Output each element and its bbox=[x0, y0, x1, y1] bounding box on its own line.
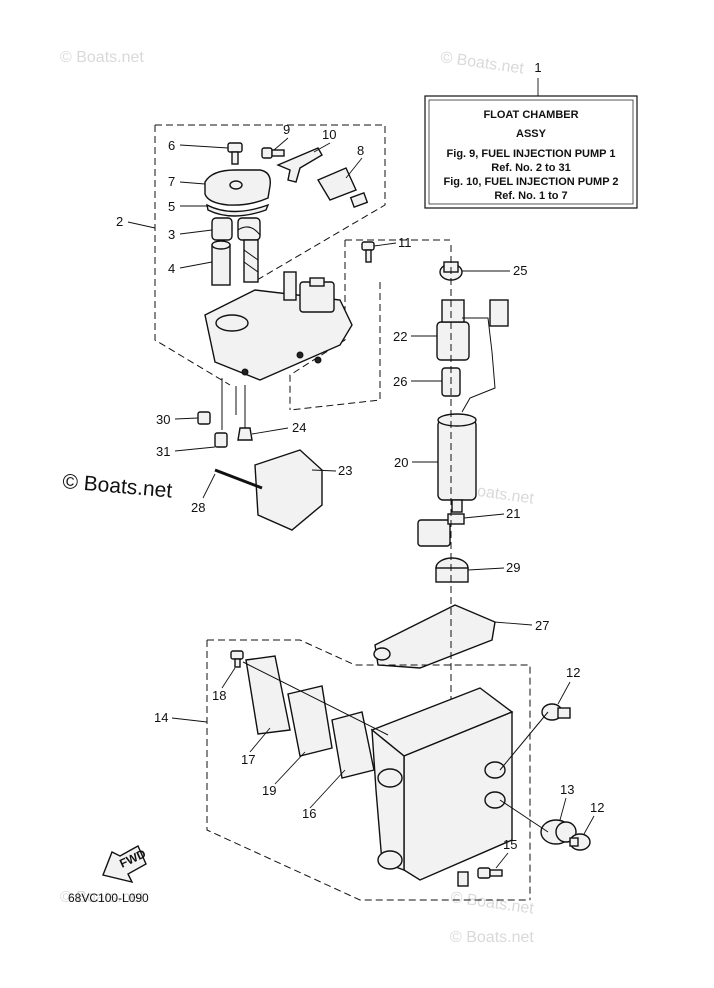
callout-7: 7 bbox=[168, 174, 175, 189]
callout-28: 28 bbox=[191, 500, 205, 515]
part-5-gasket bbox=[206, 203, 270, 217]
note-line-1: FLOAT CHAMBER bbox=[483, 109, 578, 121]
watermark-bottom-left: © Boats.net bbox=[60, 889, 144, 906]
diagram-code: 68VC100-L090 bbox=[68, 891, 149, 905]
gasket-ring bbox=[373, 647, 391, 661]
callout-22: 22 bbox=[393, 329, 407, 344]
fwd-arrow-icon: FWD bbox=[102, 845, 148, 884]
callout-31: 31 bbox=[156, 444, 170, 459]
callout-13: 13 bbox=[560, 782, 574, 797]
watermark-main: © Boats.net bbox=[62, 470, 174, 503]
callout-10: 10 bbox=[322, 127, 336, 142]
strainer bbox=[243, 239, 259, 283]
part-3-seals bbox=[211, 217, 261, 241]
callout-20: 20 bbox=[394, 455, 408, 470]
upper-assembly-outline bbox=[154, 124, 450, 411]
part-28-pin bbox=[214, 468, 263, 490]
callout-11: 11 bbox=[398, 235, 412, 250]
callout-12-lower: 12 bbox=[590, 800, 604, 815]
callout-1: 1 bbox=[534, 60, 541, 75]
lower-assembly-outline bbox=[206, 639, 531, 901]
callout-21: 21 bbox=[506, 506, 520, 521]
part-9-screw bbox=[261, 147, 285, 159]
part-17-plate bbox=[245, 655, 291, 735]
guide-line bbox=[499, 799, 549, 833]
part-22-cup bbox=[436, 299, 470, 361]
note-line-3: Fig. 9, FUEL INJECTION PUMP 1 bbox=[447, 148, 616, 160]
callouts: 2 3 4 5 6 7 8 9 10 11 12 12 13 14 15 16 bbox=[116, 122, 604, 869]
part-20-pump bbox=[437, 413, 477, 513]
watermark-bottom-right: © Boats.net bbox=[449, 889, 535, 918]
float-chamber-body bbox=[370, 687, 514, 881]
watermark-bottom: © Boats.net bbox=[450, 929, 534, 946]
callout-23: 23 bbox=[338, 463, 352, 478]
part-4-filter bbox=[211, 240, 231, 286]
part-8-needle-valve bbox=[316, 167, 369, 208]
part-19-gasket bbox=[287, 685, 333, 757]
callout-29: 29 bbox=[506, 560, 520, 575]
drain-fitting bbox=[457, 871, 469, 887]
note-line-5: Fig. 10, FUEL INJECTION PUMP 2 bbox=[443, 176, 618, 188]
note-box: 1 FLOAT CHAMBER ASSY Fig. 9, FUEL INJECT… bbox=[424, 60, 638, 209]
callout-19: 19 bbox=[262, 783, 276, 798]
watermark-top-right: © Boats.net bbox=[439, 49, 525, 78]
part-13-grommet bbox=[540, 819, 577, 845]
callout-27: 27 bbox=[535, 618, 549, 633]
part-29-holder bbox=[435, 557, 469, 583]
callout-4: 4 bbox=[168, 261, 175, 276]
callout-9: 9 bbox=[283, 122, 290, 137]
part-18-screw bbox=[230, 650, 244, 668]
callout-14: 14 bbox=[154, 710, 168, 725]
part-7-cover bbox=[204, 169, 271, 206]
part-12-plug-upper bbox=[541, 703, 571, 721]
guide-line bbox=[242, 661, 389, 736]
callout-25: 25 bbox=[513, 263, 527, 278]
callout-6: 6 bbox=[168, 138, 175, 153]
callout-12-upper: 12 bbox=[566, 665, 580, 680]
part-31-screw bbox=[214, 432, 228, 448]
part-6-screw bbox=[227, 142, 243, 165]
watermark-top-left: © Boats.net bbox=[60, 49, 144, 66]
part-23-cover bbox=[254, 449, 323, 531]
callout-24: 24 bbox=[292, 420, 306, 435]
part-24-fitting bbox=[237, 427, 253, 441]
callout-18: 18 bbox=[212, 688, 226, 703]
callout-17: 17 bbox=[241, 752, 255, 767]
part-15-screw bbox=[477, 867, 503, 879]
callout-8: 8 bbox=[357, 143, 364, 158]
part-30-screw bbox=[197, 411, 211, 425]
callout-2: 2 bbox=[116, 214, 123, 229]
callout-3: 3 bbox=[168, 227, 175, 242]
part-27-gasket bbox=[374, 604, 496, 669]
callout-16: 16 bbox=[302, 806, 316, 821]
part-16-gasket bbox=[331, 711, 375, 779]
wire-harness bbox=[461, 317, 496, 413]
note-line-2: ASSY bbox=[516, 128, 547, 140]
note-line-6: Ref. No. 1 to 7 bbox=[494, 190, 567, 202]
part-11-screw bbox=[361, 241, 375, 263]
callout-15: 15 bbox=[503, 837, 517, 852]
connector bbox=[489, 299, 509, 327]
callout-26: 26 bbox=[393, 374, 407, 389]
callout-5: 5 bbox=[168, 199, 175, 214]
part-12-plug-lower bbox=[569, 833, 591, 851]
note-line-4: Ref. No. 2 to 31 bbox=[491, 162, 570, 174]
guide-line bbox=[499, 711, 549, 771]
part-21-fitting bbox=[417, 513, 465, 547]
separator-body bbox=[204, 271, 353, 381]
callout-30: 30 bbox=[156, 412, 170, 427]
